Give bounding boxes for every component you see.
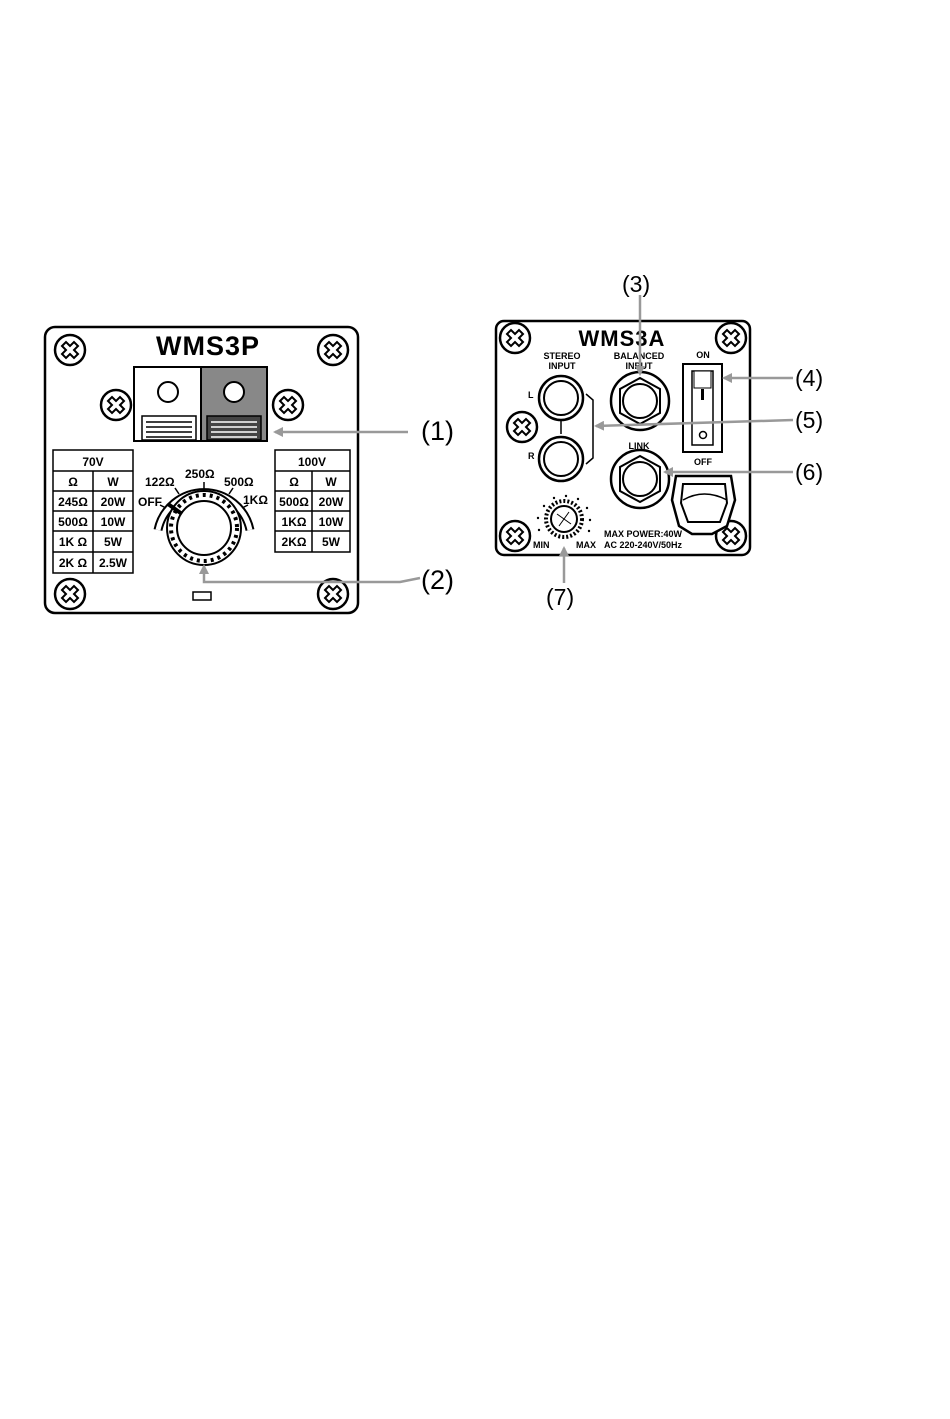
max-power-label: MAX POWER:40W — [604, 529, 683, 539]
dial-label-off: OFF — [138, 495, 162, 509]
channel-r-label: R — [528, 451, 535, 461]
table-70v-header: 70V — [82, 455, 103, 469]
switch-off-label: OFF — [694, 457, 712, 467]
table-100v: 100V Ω W 500Ω 20W 1KΩ 10W 2KΩ 5W — [275, 450, 350, 552]
knob-max-label: MAX — [576, 540, 596, 550]
table-cell: 1KΩ — [282, 515, 307, 529]
dial-label-122: 122Ω — [145, 475, 175, 489]
table-100v-col-w: W — [325, 475, 337, 489]
table-cell: 245Ω — [58, 495, 88, 509]
screw-icon — [55, 579, 85, 609]
table-70v: 70V Ω W 245Ω 20W 500Ω 10W 1K Ω 5W 2K Ω 2… — [53, 450, 133, 573]
link-jack[interactable] — [611, 450, 669, 508]
indicator-slot — [193, 592, 211, 600]
power-switch[interactable] — [683, 364, 722, 452]
screw-icon — [500, 521, 530, 551]
screw-icon — [318, 579, 348, 609]
table-70v-col-w: W — [107, 475, 119, 489]
screw-icon — [318, 335, 348, 365]
wms3p-panel: WMS3P — [45, 327, 358, 613]
table-cell: 2K Ω — [59, 556, 88, 570]
screw-icon — [507, 412, 537, 442]
callout-label-7: (7) — [546, 584, 574, 610]
table-cell: 500Ω — [58, 515, 88, 529]
switch-on-label: ON — [696, 350, 710, 360]
dial-label-250: 250Ω — [185, 467, 215, 481]
table-cell: 1K Ω — [59, 535, 88, 549]
callout-label-2: (2) — [421, 565, 454, 595]
callout-label-4: (4) — [795, 365, 823, 391]
callout-label-1: (1) — [421, 416, 454, 446]
table-cell: 10W — [101, 515, 126, 529]
table-cell: 5W — [322, 535, 341, 549]
rca-jack-left[interactable] — [539, 376, 583, 420]
callout-label-5: (5) — [795, 407, 823, 433]
callout-label-3: (3) — [622, 271, 650, 297]
table-100v-header: 100V — [298, 455, 326, 469]
screw-icon — [273, 390, 303, 420]
table-cell: 20W — [101, 495, 126, 509]
table-100v-col-ohm: Ω — [289, 475, 299, 489]
table-cell: 500Ω — [279, 495, 309, 509]
stereo-input-label-2: INPUT — [549, 361, 577, 371]
table-70v-col-ohm: Ω — [68, 475, 78, 489]
dial-label-1k: 1KΩ — [243, 493, 268, 507]
table-cell: 10W — [319, 515, 344, 529]
knob-min-label: MIN — [533, 540, 550, 550]
channel-l-label: L — [528, 390, 534, 400]
wms3a-panel: WMS3A STEREO INPUT L R BALANCED INPUT — [496, 321, 750, 555]
table-cell: 5W — [104, 535, 123, 549]
speaker-terminal-icon — [134, 367, 267, 441]
dial-label-500: 500Ω — [224, 475, 254, 489]
screw-icon — [500, 323, 530, 353]
table-cell: 2.5W — [99, 556, 128, 570]
table-cell: 2KΩ — [282, 535, 307, 549]
screw-icon — [55, 335, 85, 365]
stereo-input-label: STEREO — [543, 351, 580, 361]
ac-rating-label: AC 220-240V/50Hz — [604, 540, 683, 550]
balanced-input-jack[interactable] — [611, 372, 669, 430]
rca-jack-right[interactable] — [539, 437, 583, 481]
screw-icon — [101, 390, 131, 420]
wms3p-title: WMS3P — [156, 331, 260, 361]
table-cell: 20W — [319, 495, 344, 509]
callout-label-6: (6) — [795, 459, 823, 485]
power-inlet — [672, 476, 735, 534]
screw-icon — [716, 323, 746, 353]
wms3a-title: WMS3A — [579, 326, 666, 351]
